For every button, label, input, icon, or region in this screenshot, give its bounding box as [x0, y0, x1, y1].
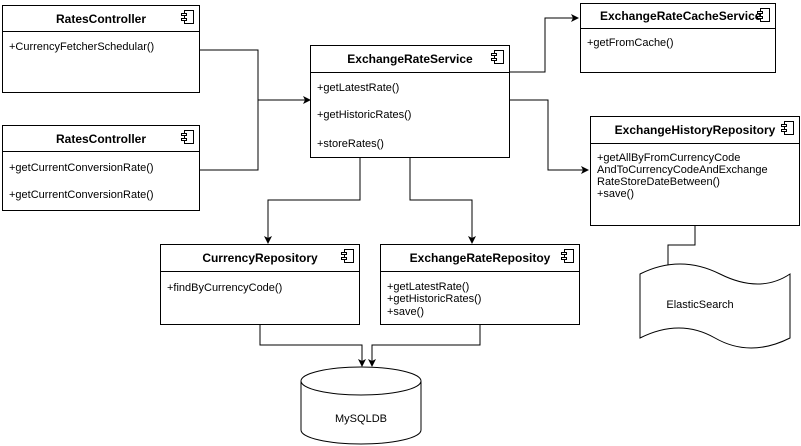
operation: +getFromCache() [587, 37, 674, 49]
operation: +CurrencyFetcherSchedular() [9, 41, 155, 53]
component-icon [491, 50, 504, 64]
exchange-rate-repository-box[interactable]: ExchangeRateRepositoy +getLatestRate() +… [380, 244, 580, 325]
edge-history-to-elasticsearch [664, 226, 696, 273]
edge-service-to-currency-repo [264, 158, 361, 244]
component-icon [181, 130, 194, 144]
operation: +getLatestRate() [387, 281, 470, 293]
operation: +getAllByFromCurrencyCode [597, 152, 741, 164]
exchange-rate-cache-service-box[interactable]: ExchangeRateCacheService +getFromCache() [580, 3, 776, 73]
mysqldb-label: MySQLDB [335, 413, 387, 425]
edge-controller2-to-service [200, 100, 259, 171]
component-icon [757, 8, 770, 22]
component-icon [561, 249, 574, 263]
mysqldb-store-shape [300, 366, 422, 445]
edge-controller1-to-service [200, 49, 311, 104]
elasticsearch-label: ElasticSearch [666, 299, 734, 311]
exchange-rate-service-box[interactable]: ExchangeRateService +getLatestRate() +ge… [310, 45, 510, 158]
operation: +getCurrentConversionRate() [9, 189, 154, 201]
operation: +getHistoricRates() [317, 109, 412, 121]
currency-repository-box[interactable]: CurrencyRepository +findByCurrencyCode() [160, 244, 360, 325]
operation: +getCurrentConversionRate() [9, 162, 154, 174]
rates-controller-conversion-box[interactable]: RatesController +getCurrentConversionRat… [2, 125, 200, 211]
operation: +storeRates() [317, 138, 384, 150]
operation: +save() [597, 188, 634, 200]
edge-currency-repo-to-mysql [259, 325, 366, 367]
component-title: ExchangeHistoryRepository [614, 123, 776, 137]
component-title: ExchangeRateService [347, 52, 473, 66]
operation: +getLatestRate() [317, 82, 400, 94]
component-icon [781, 121, 794, 135]
rates-controller-scheduler-box[interactable]: RatesController +CurrencyFetcherSchedula… [2, 5, 200, 93]
edge-exchange-repo-to-mysql [368, 325, 481, 367]
elasticsearch-store-shape [639, 263, 791, 349]
component-icon [341, 249, 354, 263]
operation: RateStoreDateBetween() [597, 176, 720, 188]
edge-service-to-history [510, 99, 589, 174]
component-title: ExchangeRateRepositoy [409, 251, 551, 265]
operation: +getHistoricRates() [387, 293, 482, 305]
operation: AndToCurrencyCodeAndExchange [597, 164, 768, 176]
operation: +save() [387, 306, 424, 318]
exchange-history-repository-box[interactable]: ExchangeHistoryRepository +getAllByFromC… [590, 116, 800, 226]
component-title: RatesController [55, 132, 147, 146]
edge-service-to-cache [510, 14, 579, 73]
component-icon [181, 10, 194, 24]
edge-service-to-exchange-repo [409, 158, 476, 244]
component-title: RatesController [55, 12, 147, 26]
operation: +findByCurrencyCode() [167, 282, 283, 294]
component-title: ExchangeRateCacheService [600, 9, 762, 23]
component-title: CurrencyRepository [202, 251, 318, 265]
